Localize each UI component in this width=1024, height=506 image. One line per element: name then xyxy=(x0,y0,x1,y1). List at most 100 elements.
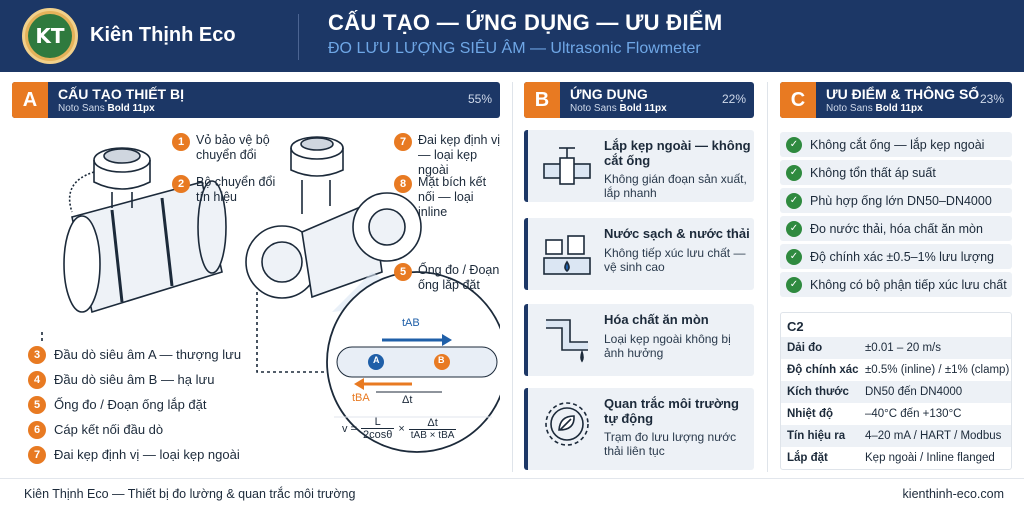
check-icon: ✓ xyxy=(786,192,802,209)
formula-v: v = xyxy=(342,422,357,435)
panel-title: ƯU ĐIỂM & THÔNG SỐ xyxy=(826,86,980,102)
formula-frac2: Δt tAB × tBA xyxy=(408,417,457,441)
column-divider xyxy=(512,82,513,472)
spec-value: Kẹp ngoài / Inline flanged xyxy=(865,452,995,464)
spec-row: Kích thước DN50 đến DN4000 xyxy=(781,381,1011,403)
advantage-text: Đo nước thải, hóa chất ăn mòn xyxy=(810,221,983,236)
sensor-b-label: B xyxy=(438,355,445,365)
callout-number: 5 xyxy=(394,263,412,281)
check-icon: ✓ xyxy=(786,248,802,265)
page-subtitle: ĐO LƯU LƯỢNG SIÊU ÂM — Ultrasonic Flowme… xyxy=(328,40,701,57)
pipe-elbow-icon xyxy=(546,319,588,363)
callout-5: 5 Ống đo / Đoạn ống lắp đặt xyxy=(394,263,506,293)
spec-value: ±0.5% (inline) / ±1% (clamp) xyxy=(865,364,1010,376)
advantage-item: ✓ Không có bộ phận tiếp xúc lưu chất xyxy=(780,272,1012,297)
panel-tag: A xyxy=(12,82,48,118)
spec-code: C2 xyxy=(787,319,804,334)
spec-value: 4–20 mA / HART / Modbus xyxy=(865,430,1002,442)
spec-row: Nhiệt độ –40°C đến +130°C xyxy=(781,403,1011,425)
callout-number: 8 xyxy=(394,175,412,193)
spec-key: Kích thước xyxy=(787,386,849,398)
application-title: Hóa chất ăn mòn xyxy=(604,312,709,327)
formula-num1: L xyxy=(374,416,381,428)
legend-number: 3 xyxy=(28,345,46,364)
sensor-a-label: A xyxy=(373,355,380,365)
legend-text: Đầu dò siêu âm A — thượng lưu xyxy=(54,347,242,362)
font-name: Noto Sans xyxy=(826,103,876,114)
legend-number: 7 xyxy=(28,445,46,464)
callout-text: Bộ chuyển đổi tín hiệu xyxy=(196,175,276,204)
application-desc: Không tiếp xúc lưu chất — vệ sinh cao xyxy=(604,246,746,274)
application-card-water: Nước sạch & nước thải Không tiếp xúc lưu… xyxy=(524,218,754,290)
panel-font-note: Noto Sans Bold 11px xyxy=(826,103,923,114)
legend-item: 3 Đầu dò siêu âm A — thượng lưu xyxy=(28,342,288,367)
formula-frac1: L 2cosθ xyxy=(360,416,395,441)
panel-font-note: Noto Sans Bold 11px xyxy=(570,103,667,114)
font-name: Noto Sans xyxy=(570,103,620,114)
formula-times: × xyxy=(398,422,405,435)
callout-number: 1 xyxy=(172,133,190,151)
page-title: CẤU TẠO — ỨNG DỤNG — ƯU ĐIỂM xyxy=(328,10,723,35)
t-ab-label: tAB xyxy=(402,317,420,329)
application-desc: Loại kẹp ngoài không bị ảnh hưởng xyxy=(604,332,731,360)
panel-head-b: B ỨNG DỤNG Noto Sans Bold 11px 22% xyxy=(524,82,754,118)
panel-percent: 23% xyxy=(979,92,1004,106)
callout-2: 2 Bộ chuyển đổi tín hiệu xyxy=(172,175,292,205)
header-divider xyxy=(298,14,299,60)
logo: KT xyxy=(22,8,78,64)
advantage-text: Phù hợp ống lớn DN50–DN4000 xyxy=(810,193,992,208)
application-title: Nước sạch & nước thải xyxy=(604,226,750,241)
panel-title: ỨNG DỤNG xyxy=(570,86,648,102)
spec-row: Độ chính xác ±0.5% (inline) / ±1% (clamp) xyxy=(781,359,1011,381)
legend-item: 7 Đai kẹp định vị — loại kẹp ngoài xyxy=(28,442,288,467)
spec-key: Lắp đặt xyxy=(787,452,828,464)
legend-text: Cáp kết nối đầu dò xyxy=(54,422,164,437)
panel-head-a: A CẤU TẠO THIẾT BỊ Noto Sans Bold 11px 5… xyxy=(12,82,500,118)
footer: Kiên Thịnh Eco — Thiết bị đo lường & qua… xyxy=(0,478,1024,506)
advantage-item: ✓Đo nước thải, hóa chất ăn mòn xyxy=(780,216,1012,241)
velocity-formula: v = L 2cosθ × Δt tAB × tBA xyxy=(342,416,457,441)
spec-key: Độ chính xác xyxy=(787,364,859,376)
spec-row: Lắp đặt Kẹp ngoài / Inline flanged xyxy=(781,447,1011,469)
panel-font-note: Noto Sans Bold 11px xyxy=(58,103,155,114)
advantage-item: ✓Không cắt ống — lắp kẹp ngoài xyxy=(780,132,1012,157)
advantage-text: Không có bộ phận tiếp xúc lưu chất xyxy=(810,277,1007,292)
t-ba-label: tBA xyxy=(352,392,370,404)
check-icon: ✓ xyxy=(786,276,802,293)
spec-table: C2 Dải đo±0.01 – 20 m/s Độ chính xác±0.5… xyxy=(780,312,1012,470)
legend-text: Đai kẹp định vị — loại kẹp ngoài xyxy=(54,447,240,462)
spec-value: –40°C đến +130°C xyxy=(865,408,962,420)
legend-text: Ống đo / Đoạn ống lắp đặt xyxy=(54,397,207,412)
header: KT Kiên Thịnh Eco CẤU TẠO — ỨNG DỤNG — Ư… xyxy=(0,0,1024,72)
legend-number: 5 xyxy=(28,395,46,414)
footer-website-link[interactable]: kienthinh-eco.com xyxy=(902,487,1004,501)
spec-row: Tín hiệu ra 4–20 mA / HART / Modbus xyxy=(781,425,1011,447)
eco-gear-icon xyxy=(545,402,589,446)
sensor-a xyxy=(368,354,384,370)
application-card-monitoring: Quan trắc môi trường tự động Trạm đo lưu… xyxy=(524,388,754,470)
panel-title: CẤU TẠO THIẾT BỊ xyxy=(58,86,184,102)
valve-pipe-icon xyxy=(543,147,591,185)
callout-text: Mặt bích kết nối — loại inline xyxy=(418,175,487,219)
callout-number: 2 xyxy=(172,175,190,193)
advantage-item: ✓ Độ chính xác ±0.5–1% lưu lượng xyxy=(780,244,1012,269)
formula-den1: 2cosθ xyxy=(360,428,395,441)
font-weight: Bold 11px xyxy=(875,103,923,114)
advantage-text: Độ chính xác ±0.5–1% lưu lượng xyxy=(810,249,994,264)
callout-number: 7 xyxy=(394,133,412,151)
spec-key: Tín hiệu ra xyxy=(787,430,846,442)
font-weight: Bold 11px xyxy=(107,103,155,114)
legend-item: 5 Ống đo / Đoạn ống lắp đặt xyxy=(28,392,288,417)
spec-key: Nhiệt độ xyxy=(787,408,833,420)
panel-percent: 22% xyxy=(721,92,746,106)
formula-den2: tAB × tBA xyxy=(408,428,457,441)
spec-value: DN50 đến DN4000 xyxy=(865,386,963,398)
advantage-item: ✓ Phù hợp ống lớn DN50–DN4000 xyxy=(780,188,1012,213)
application-title: Quan trắc môi trường tự động xyxy=(604,396,739,426)
callout-text: Ống đo / Đoạn ống lắp đặt xyxy=(418,263,500,292)
panel-tag: C xyxy=(780,82,816,118)
